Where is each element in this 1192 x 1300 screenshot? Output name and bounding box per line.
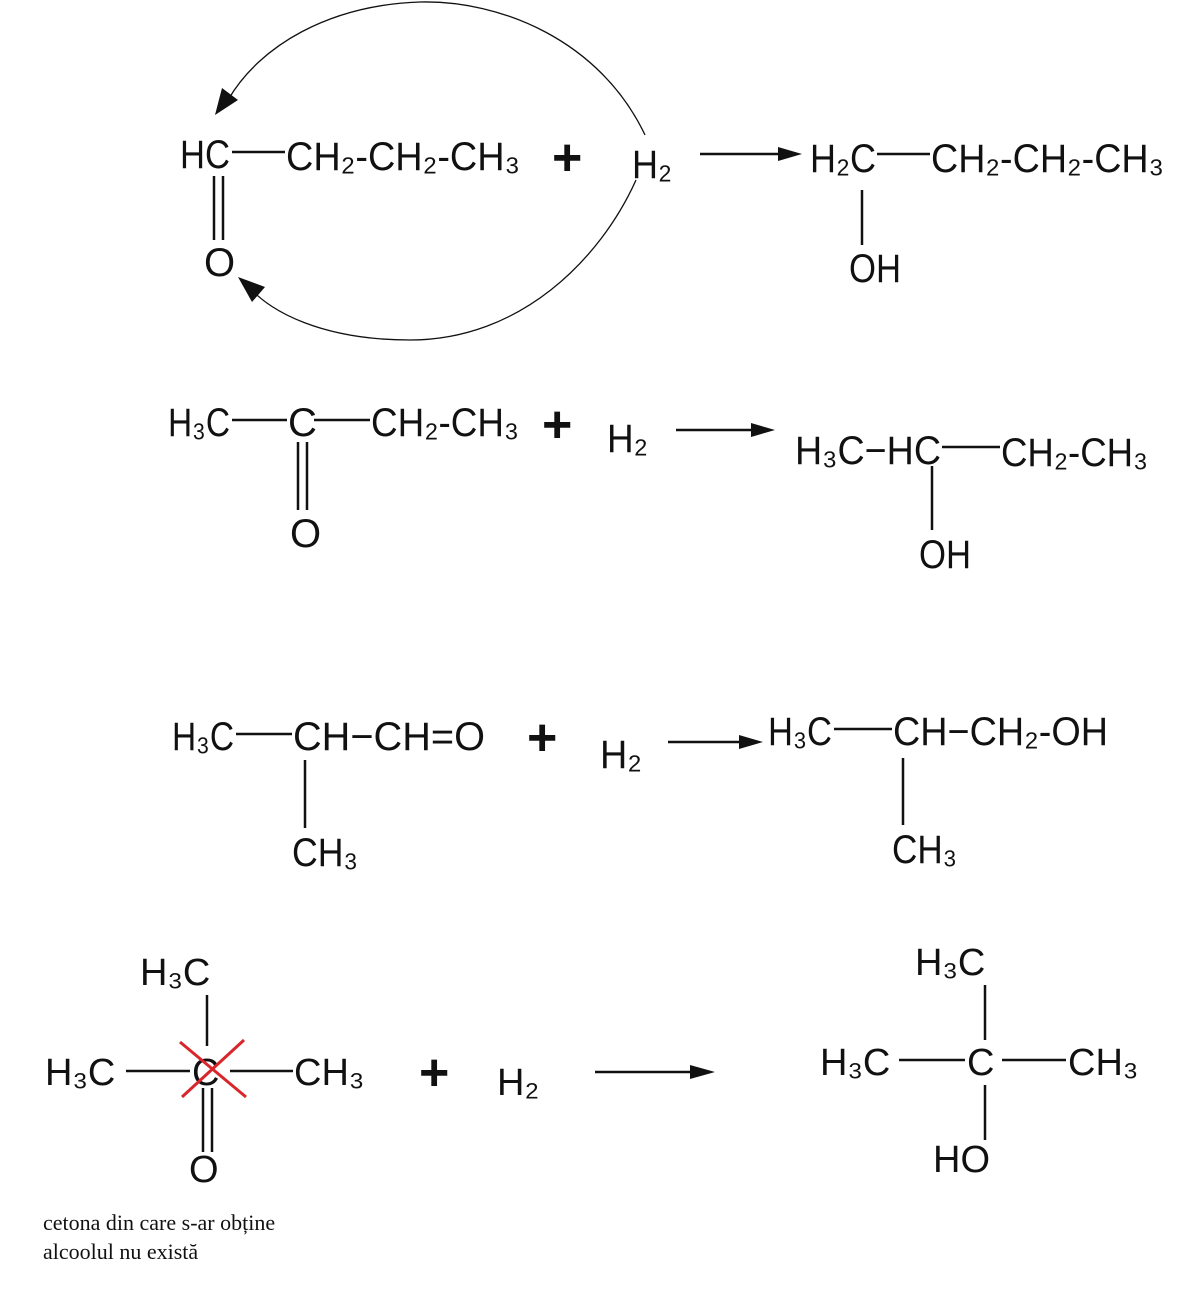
hydrogen-reagent: H₂: [607, 417, 648, 461]
product-chain: CH₂-CH₂-CH₃: [931, 137, 1164, 181]
hydroxyl-group: OH: [849, 247, 901, 291]
product-carbon: H₂C: [810, 137, 876, 181]
alcohol-chain: CH−CH₂-OH: [893, 710, 1108, 754]
plus-sign: +: [542, 396, 572, 454]
reaction-2: H₃C C CH₂-CH₃ O + H₂ H₃C−HC CH₂-CH₃ OH: [168, 396, 1148, 577]
caption: cetona din care s-ar obține alcoolul nu …: [43, 1208, 275, 1266]
alkyl-chain: CH₂-CH₃: [371, 401, 519, 445]
reaction-1: HC CH₂-CH₂-CH₃ O + H₂ H₂C CH₂-CH₂-CH₃ OH: [180, 1, 1164, 341]
arrowhead-icon: [215, 88, 238, 115]
methyl-right: CH₃: [294, 1052, 364, 1094]
carbonyl-carbon: C: [288, 401, 317, 445]
hydroxyl-group: HO: [933, 1139, 990, 1181]
plus-sign: +: [419, 1044, 449, 1102]
methyl-top: H₃C: [915, 942, 985, 984]
aldehyde-carbon: HC: [180, 133, 230, 177]
methyl-left: H₃C: [45, 1052, 115, 1094]
curved-arrow-bottom: [251, 179, 637, 341]
hydrogen-reagent: H₂: [600, 733, 642, 777]
reaction-3: H₃C CH−CH=O CH₃ + H₂ H₃C CH−CH₂-OH CH₃: [172, 709, 1108, 875]
methyl-right: CH₃: [1068, 1042, 1138, 1084]
hydroxyl-group: OH: [919, 533, 971, 577]
product-chain: CH₂-CH₃: [1001, 431, 1148, 475]
reaction-4: H₃C H₃C C CH₃ O + H₂ H₃C H₃C C CH₃ HO: [45, 942, 1138, 1191]
arrowhead-icon: [778, 147, 802, 161]
carbonyl-oxygen: O: [189, 1149, 219, 1191]
hydrogen-reagent: H₂: [497, 1062, 539, 1104]
hydrogen-reagent: H₂: [632, 143, 672, 187]
carbonyl-oxygen: O: [290, 512, 321, 556]
arrowhead-icon: [739, 735, 763, 749]
strike-x-icon: [180, 1038, 246, 1099]
plus-sign: +: [527, 709, 557, 767]
methyl-top: H₃C: [140, 952, 210, 994]
curved-arrow-top: [227, 1, 646, 136]
methyl-group: H₃C: [172, 715, 234, 759]
central-carbon: C: [967, 1042, 994, 1084]
aldehyde-chain: CH−CH=O: [293, 715, 485, 759]
methyl-left: H₃C: [820, 1042, 890, 1084]
caption-line-1: cetona din care s-ar obține: [43, 1210, 276, 1235]
product-backbone: H₃C−HC: [795, 429, 941, 473]
alkyl-chain: CH₂-CH₂-CH₃: [286, 135, 520, 179]
methyl-group: H₃C: [168, 401, 230, 445]
caption-line-2: alcoolul nu există: [43, 1239, 199, 1264]
carbonyl-oxygen: O: [204, 241, 235, 285]
methyl-group: H₃C: [768, 710, 832, 754]
methyl-branch: CH₃: [892, 828, 957, 872]
arrowhead-icon: [238, 277, 265, 302]
arrowhead-icon: [751, 423, 775, 437]
arrowhead-icon: [690, 1065, 715, 1079]
methyl-branch: CH₃: [292, 831, 358, 875]
plus-sign: +: [552, 129, 582, 187]
